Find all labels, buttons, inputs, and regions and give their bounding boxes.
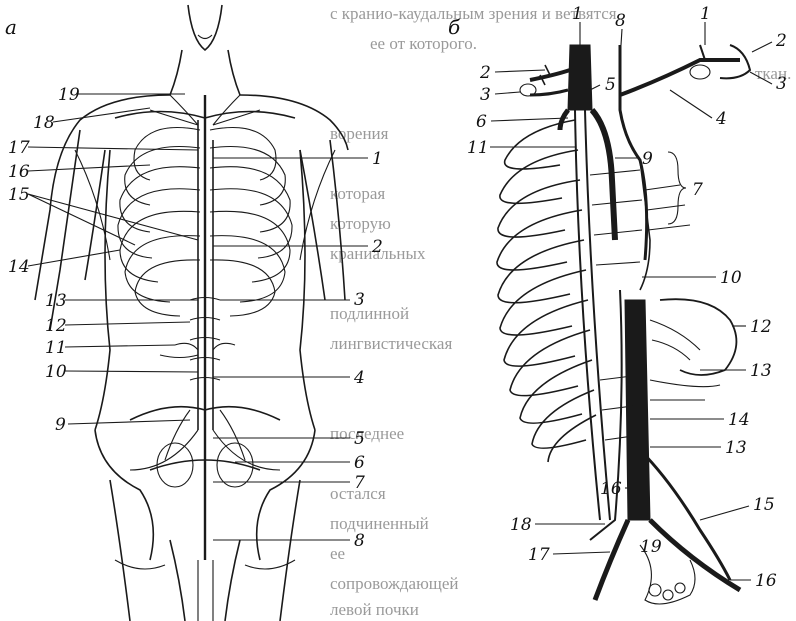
label-a-6: 6 [354, 453, 365, 473]
panel-a: а [5, 5, 383, 621]
label-b-5: 5 [605, 75, 616, 95]
label-a-15: 15 [8, 185, 30, 205]
label-a-7: 7 [354, 473, 365, 493]
label-b-11: 11 [467, 138, 489, 158]
label-b-2-right: 2 [775, 31, 787, 51]
label-b-12: 12 [750, 317, 772, 337]
label-a-2: 2 [371, 237, 383, 257]
body-outline [35, 5, 348, 621]
label-b-16-mid: 16 [600, 479, 622, 499]
label-b-13-lower: 13 [725, 438, 747, 458]
label-a-14: 14 [8, 257, 30, 277]
label-b-3-right: 3 [776, 74, 787, 94]
azygos-column [575, 110, 610, 520]
label-a-3: 3 [354, 290, 365, 310]
label-a-11: 11 [45, 338, 67, 358]
label-a-16: 16 [8, 162, 30, 182]
label-b-9: 9 [642, 149, 653, 169]
label-a-17: 17 [8, 138, 30, 158]
label-b-17: 17 [528, 545, 550, 565]
panel-b-letter: б [448, 15, 461, 39]
label-a-1: 1 [372, 149, 383, 169]
label-a-5: 5 [354, 429, 365, 449]
label-a-8: 8 [354, 531, 365, 551]
label-b-1-top: 1 [572, 4, 583, 24]
panel-b: б [448, 4, 787, 604]
label-b-19: 19 [640, 537, 662, 557]
label-a-9: 9 [55, 415, 66, 435]
label-b-16-bottom: 16 [755, 571, 777, 591]
label-b-13-upper: 13 [750, 361, 772, 381]
panel-a-letter: а [5, 15, 17, 39]
spine-veins [75, 95, 335, 621]
label-b-2-left: 2 [479, 63, 491, 83]
panel-a-labels-left: 19 18 17 16 15 14 13 12 11 10 [8, 85, 198, 435]
label-a-13: 13 [45, 291, 67, 311]
label-b-14: 14 [728, 410, 750, 430]
label-b-1-right: 1 [700, 4, 711, 24]
label-a-18: 18 [33, 113, 55, 133]
label-b-8: 8 [615, 11, 626, 31]
label-b-7: 7 [692, 180, 703, 200]
label-b-4: 4 [715, 109, 727, 129]
label-b-6: 6 [476, 112, 487, 132]
label-b-3-left: 3 [480, 85, 491, 105]
label-b-18: 18 [510, 515, 532, 535]
label-a-10: 10 [45, 362, 67, 382]
label-b-10: 10 [720, 268, 742, 288]
label-a-12: 12 [45, 316, 67, 336]
label-b-15: 15 [753, 495, 775, 515]
label-a-4: 4 [353, 368, 365, 388]
label-a-19: 19 [58, 85, 80, 105]
